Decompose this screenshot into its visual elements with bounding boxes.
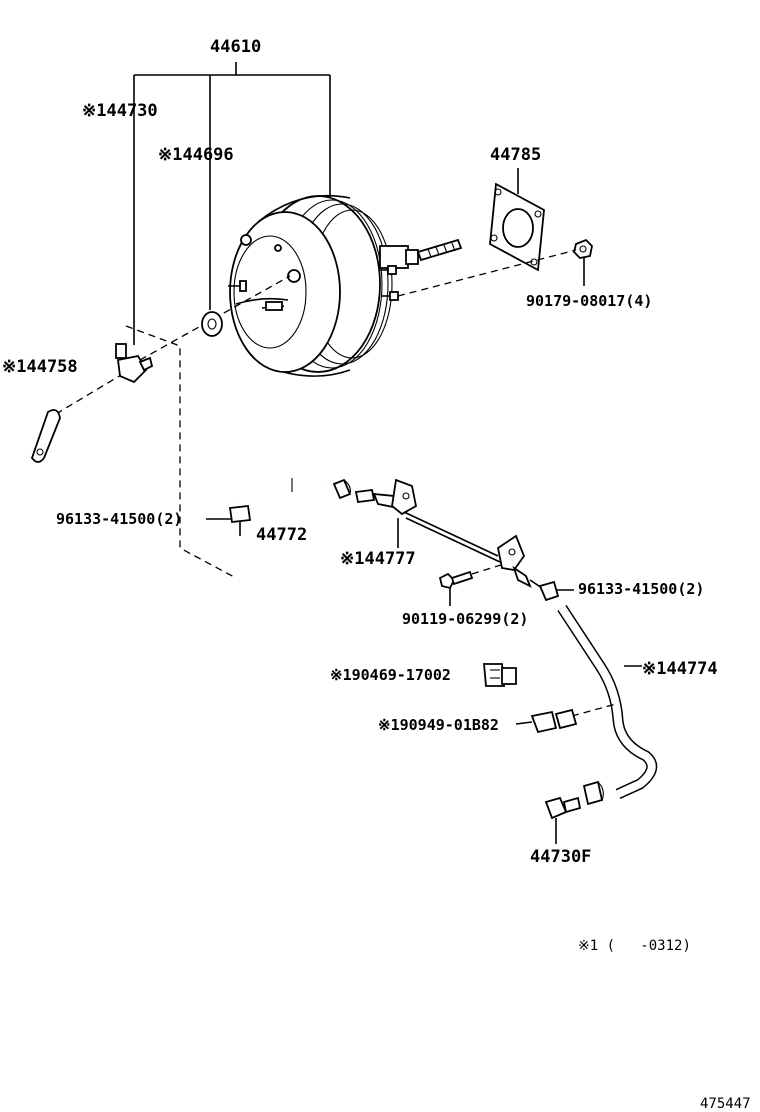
grommet-part[interactable] — [201, 311, 223, 337]
figure-id: 475447 — [700, 1096, 751, 1112]
bolt-part[interactable] — [438, 563, 505, 606]
hose-clip-part[interactable] — [332, 478, 352, 500]
label-44696: ※144696 — [158, 145, 234, 165]
clip-right-part[interactable] — [538, 580, 574, 602]
label-44774: ※144774 — [642, 659, 718, 679]
label-44730F: 44730F — [530, 847, 591, 867]
gasket-dash-line — [397, 249, 577, 297]
union-part[interactable] — [30, 409, 61, 463]
brake-booster-body[interactable] — [228, 195, 463, 377]
gasket-plate[interactable] — [489, 168, 545, 272]
label-90469: ※190469-17002 — [330, 666, 451, 684]
label-90179: 90179-08017(4) — [526, 292, 652, 310]
label-44785: 44785 — [490, 145, 541, 165]
label-44777: ※144777 — [340, 549, 416, 569]
footnote: ※1 ( -0312) — [578, 938, 691, 954]
check-valve-dash-box — [125, 325, 237, 579]
vacuum-hose-long[interactable] — [557, 604, 658, 800]
label-90949: ※190949-01B82 — [378, 716, 499, 734]
clamp-part[interactable] — [483, 663, 517, 687]
label-44772: 44772 — [256, 525, 307, 545]
vacuum-valve-part[interactable] — [544, 796, 582, 844]
label-90119: 90119-06299(2) — [402, 610, 528, 628]
label-44730: ※144730 — [82, 101, 158, 121]
clip-left-part[interactable] — [206, 505, 252, 536]
connector-part[interactable] — [515, 708, 578, 734]
vacuum-pipe-part[interactable] — [354, 478, 543, 589]
hose-end-clip-part[interactable] — [582, 780, 604, 806]
label-44758: ※144758 — [2, 357, 78, 377]
label-96133-left: 96133-41500(2) — [56, 510, 182, 528]
union-dash-line — [55, 371, 127, 415]
label-44610: 44610 — [210, 37, 261, 57]
booster-assy-leader — [133, 62, 331, 345]
vacuum-hose-short[interactable] — [235, 450, 323, 499]
label-96133-right: 96133-41500(2) — [578, 580, 704, 598]
nut-part[interactable] — [573, 238, 593, 286]
check-valve-part[interactable] — [115, 343, 154, 384]
